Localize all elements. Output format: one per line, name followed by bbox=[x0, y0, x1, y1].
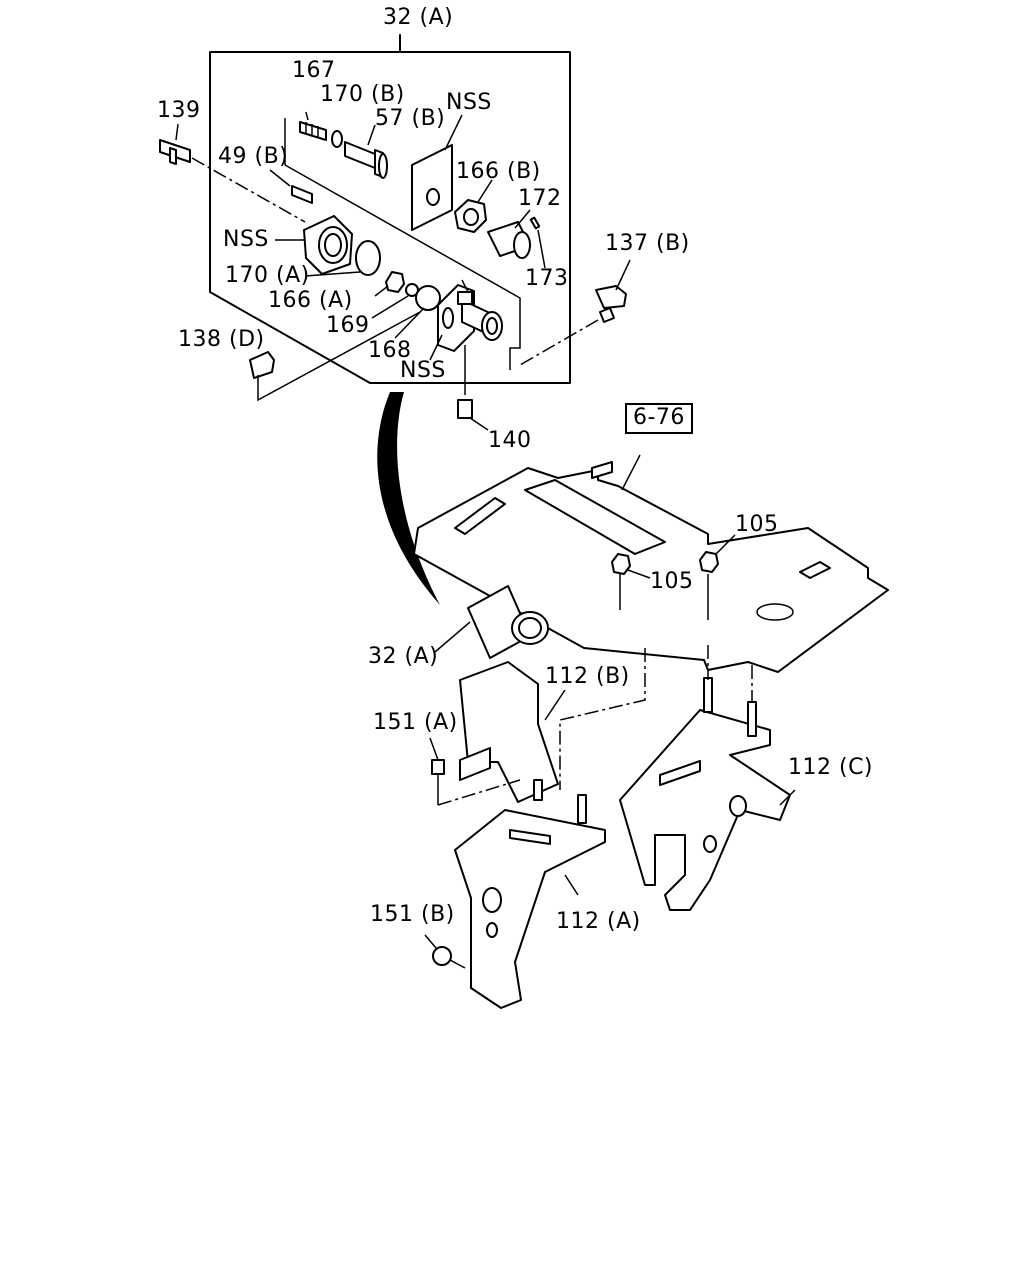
nuts-105 bbox=[611, 534, 736, 620]
label-57b: 57 (B) bbox=[375, 106, 446, 131]
label-172: 172 bbox=[518, 186, 562, 211]
valve-57b bbox=[344, 124, 388, 179]
label-167: 167 bbox=[292, 58, 336, 83]
label-170b: 170 (B) bbox=[320, 82, 405, 107]
bracket-112a bbox=[454, 809, 606, 1009]
o-ring-170a bbox=[304, 240, 381, 277]
cylinder-172 bbox=[487, 209, 531, 259]
label-nss-left: NSS bbox=[223, 227, 269, 252]
label-139: 139 bbox=[157, 98, 201, 123]
label-169: 169 bbox=[326, 313, 370, 338]
label-105-a: 105 bbox=[735, 512, 779, 537]
washer-168 bbox=[394, 285, 441, 339]
label-166a: 166 (A) bbox=[268, 288, 353, 313]
label-173: 173 bbox=[525, 266, 569, 291]
assembly-inner-plane bbox=[284, 118, 521, 370]
label-nss-bottom: NSS bbox=[400, 358, 446, 383]
bolt-151b bbox=[424, 934, 466, 969]
fitting-139 bbox=[159, 123, 306, 223]
pin-173 bbox=[529, 216, 546, 269]
label-nss-top: NSS bbox=[446, 90, 492, 115]
elbow-138d bbox=[249, 311, 421, 402]
label-137b: 137 (B) bbox=[605, 231, 690, 256]
fitting-140 bbox=[457, 399, 489, 431]
label-112b: 112 (B) bbox=[545, 664, 630, 689]
assembly-box-outline bbox=[209, 34, 571, 384]
label-151a: 151 (A) bbox=[373, 710, 458, 735]
bracket-112c bbox=[619, 709, 796, 911]
label-151b: 151 (B) bbox=[370, 902, 455, 927]
connector-arrow bbox=[377, 392, 440, 605]
valve-body-nss bbox=[429, 279, 503, 395]
elbow-137b bbox=[519, 259, 631, 366]
label-168: 168 bbox=[368, 338, 412, 363]
label-ref-6-76[interactable]: 6-76 bbox=[625, 403, 693, 434]
o-ring-170b bbox=[331, 130, 343, 148]
label-138d: 138 (D) bbox=[178, 327, 265, 352]
label-105-b: 105 bbox=[650, 569, 694, 594]
label-112a: 112 (A) bbox=[556, 909, 641, 934]
label-32a-assembled: 32 (A) bbox=[368, 644, 439, 669]
label-112c: 112 (C) bbox=[788, 755, 874, 780]
label-49b: 49 (B) bbox=[218, 144, 289, 169]
label-170a: 170 (A) bbox=[225, 263, 310, 288]
flange-nss-left bbox=[275, 215, 353, 275]
spring-167 bbox=[299, 111, 327, 141]
label-140: 140 bbox=[488, 428, 532, 453]
bolt-49b bbox=[269, 169, 313, 204]
bracket-112b bbox=[459, 661, 566, 803]
label-assembly-32a: 32 (A) bbox=[383, 5, 454, 30]
bolt-151a bbox=[429, 737, 521, 806]
studs bbox=[533, 645, 757, 824]
plate-nss-top bbox=[411, 114, 463, 231]
assembly-32a-small bbox=[434, 585, 549, 659]
nut-166a bbox=[374, 271, 405, 297]
nut-166b bbox=[454, 179, 493, 233]
main-plate-6-76 bbox=[413, 454, 889, 673]
label-166b: 166 (B) bbox=[456, 159, 541, 184]
